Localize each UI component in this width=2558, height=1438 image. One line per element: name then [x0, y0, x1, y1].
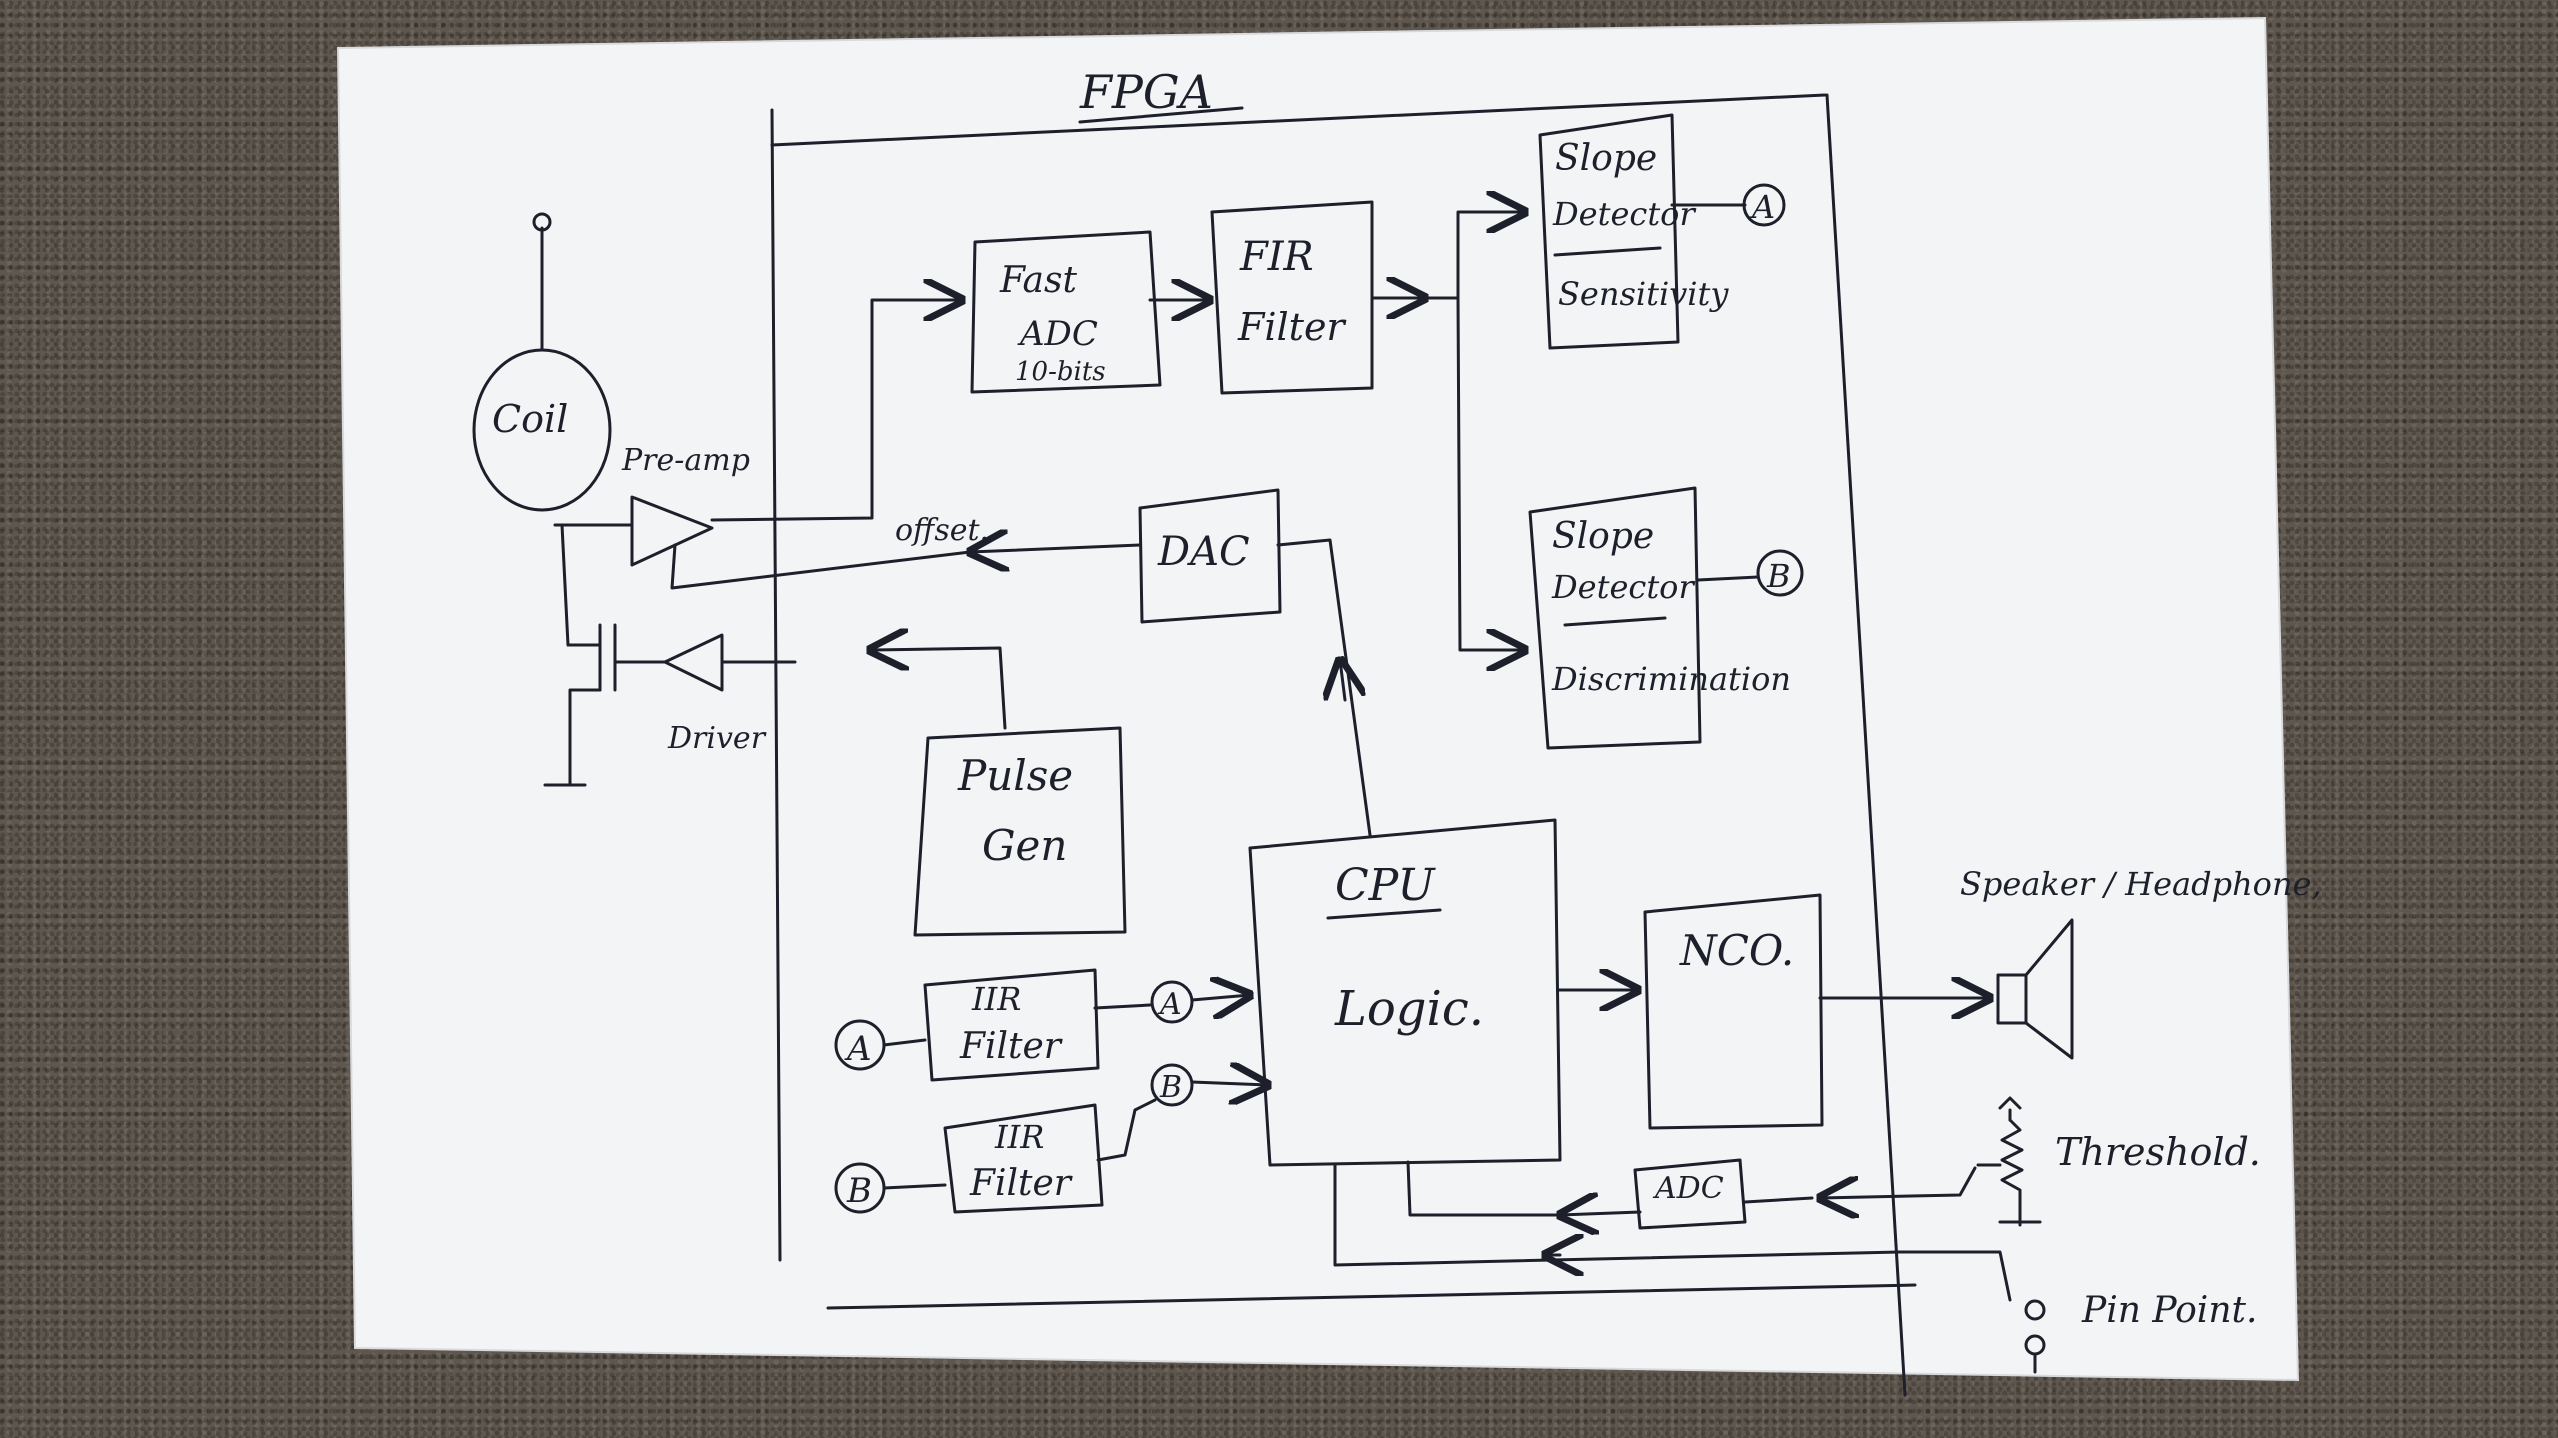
fpga-boundary: FPGA: [770, 65, 1917, 1397]
coil-block: Coil: [472, 212, 612, 512]
preamp-block: Pre-amp: [553, 300, 962, 567]
iir-a-label-1: IIR: [971, 980, 1021, 1018]
speaker-label: Speaker / Headphone,: [1960, 865, 2322, 903]
fir-to-slope-b-arrow: [1456, 296, 1525, 650]
fir-filter-block: FIR Filter: [1210, 200, 1374, 395]
connector-b-in: B: [846, 1171, 872, 1211]
pulse-label-1: Pulse: [957, 751, 1073, 800]
iir-filter-a-block: IIR Filter A A: [834, 968, 1250, 1082]
slope-b-label-2: Detector: [1551, 568, 1695, 606]
fast-adc-label-1: Fast: [999, 260, 1077, 301]
nco-label: NCO.: [1679, 926, 1794, 975]
iir-a-label-2: Filter: [959, 1026, 1063, 1067]
slope-b-label-3: Discrimination: [1551, 660, 1791, 698]
fast-adc-label-2: ADC: [1017, 314, 1098, 354]
connector-a-out: A: [1749, 188, 1775, 226]
dac-block: DAC offset.: [670, 488, 1372, 837]
adc-label: ADC: [1652, 1171, 1724, 1206]
cpu-block: CPU Logic.: [1248, 818, 1638, 1167]
iir-b-label-2: Filter: [969, 1163, 1073, 1204]
slope-b-label-1: Slope: [1552, 516, 1654, 557]
iir-b-label-1: IIR: [994, 1118, 1044, 1156]
paper-sheet: [336, 16, 2300, 1382]
offset-label-text: offset.: [895, 513, 989, 548]
connector-a-in: A: [844, 1029, 872, 1069]
driver-block: Driver: [543, 523, 797, 787]
fpga-title: FPGA: [1079, 65, 1213, 119]
nco-block: NCO.: [1643, 893, 1990, 1130]
threshold-pot-icon: Threshold.: [1976, 1096, 2261, 1227]
speaker-icon: Speaker / Headphone,: [1960, 865, 2322, 1060]
threshold-label: Threshold.: [2055, 1130, 2261, 1174]
connector-a-cpu: A: [1157, 987, 1182, 1022]
cpu-label: CPU: [1335, 860, 1436, 911]
preamp-label: Pre-amp: [621, 443, 750, 478]
logic-label: Logic.: [1334, 981, 1484, 1037]
connector-b-cpu: B: [1159, 1070, 1182, 1105]
connector-b-out: B: [1766, 557, 1791, 595]
coil-label: Coil: [492, 397, 568, 441]
slope-detector-a-block: Slope Detector Sensitivity A: [1538, 113, 1786, 350]
pinpoint-switch-icon: Pin Point.: [1333, 1163, 2257, 1374]
driver-label: Driver: [667, 721, 767, 756]
adc-block: ADC: [1406, 1158, 1977, 1228]
slope-a-label-1: Slope: [1555, 138, 1657, 179]
fast-adc-label-3: 10-bits: [1015, 357, 1106, 387]
slope-a-label-2: Detector: [1552, 195, 1696, 233]
pulse-label-2: Gen: [982, 821, 1067, 870]
fir-to-slope-a-arrow: [1423, 212, 1525, 300]
dac-label: DAC: [1157, 529, 1250, 575]
slope-a-label-3: Sensitivity: [1558, 275, 1729, 313]
iir-filter-b-block: IIR Filter B B: [834, 1065, 1268, 1214]
fir-label-1: FIR: [1239, 234, 1314, 280]
fast-adc-block: Fast ADC 10-bits: [970, 230, 1162, 394]
fir-label-2: Filter: [1237, 305, 1347, 349]
slope-detector-b-block: Slope Detector Discrimination B: [1528, 486, 1804, 750]
pulse-gen-block: Pulse Gen: [870, 648, 1127, 937]
pinpoint-label: Pin Point.: [2081, 1290, 2257, 1331]
